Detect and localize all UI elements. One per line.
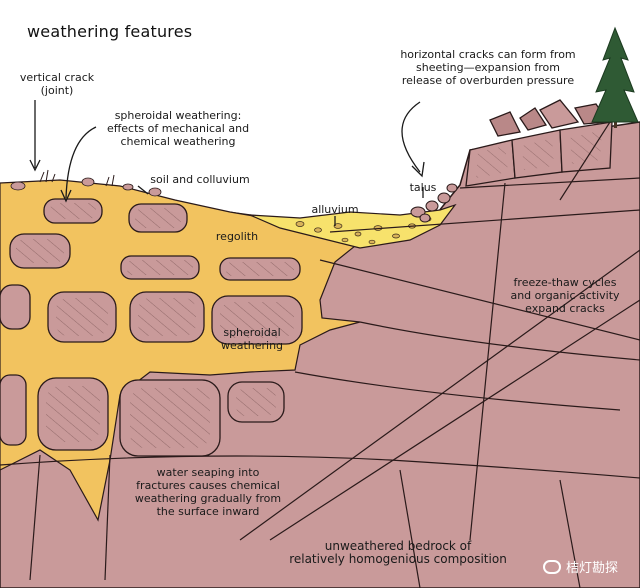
- diagram-title: weathering features: [27, 22, 193, 41]
- label-talus: talus: [409, 181, 437, 194]
- label-horizontal-cracks: horizontal cracks can form from sheeting…: [400, 48, 576, 87]
- annotation-arrows: [29, 100, 425, 226]
- label-soil-and-colluvium: soil and colluvium: [150, 173, 250, 186]
- label-alluvium: alluvium: [311, 203, 359, 216]
- label-spheroidal-weathering-top: spheroidal weathering: effects of mechan…: [106, 109, 250, 148]
- cliff-hatching: [476, 130, 602, 178]
- label-regolith: regolith: [215, 230, 259, 243]
- corestone-hatching: [16, 203, 294, 448]
- label-freeze-thaw: freeze-thaw cycles and organic activity …: [510, 276, 620, 315]
- label-water-seeping: water seaping into fractures causes chem…: [134, 466, 282, 518]
- label-unweathered-bedrock: unweathered bedrock of relatively homoge…: [289, 539, 507, 566]
- pine-tree: [591, 26, 639, 128]
- watermark-text: 桔灯勘探: [565, 561, 618, 576]
- talus-blocks: [410, 183, 458, 223]
- label-vertical-crack: vertical crack (joint): [19, 71, 95, 97]
- wechat-icon: [542, 559, 561, 574]
- fracture-lines: [0, 121, 640, 588]
- soil-pebbles: [10, 177, 162, 197]
- grass-tufts: [39, 169, 115, 187]
- alluvium: [249, 203, 457, 249]
- label-spheroidal-weathering-mid: spheroidal weathering: [220, 326, 284, 352]
- watermark: 桔灯勘探: [542, 557, 618, 576]
